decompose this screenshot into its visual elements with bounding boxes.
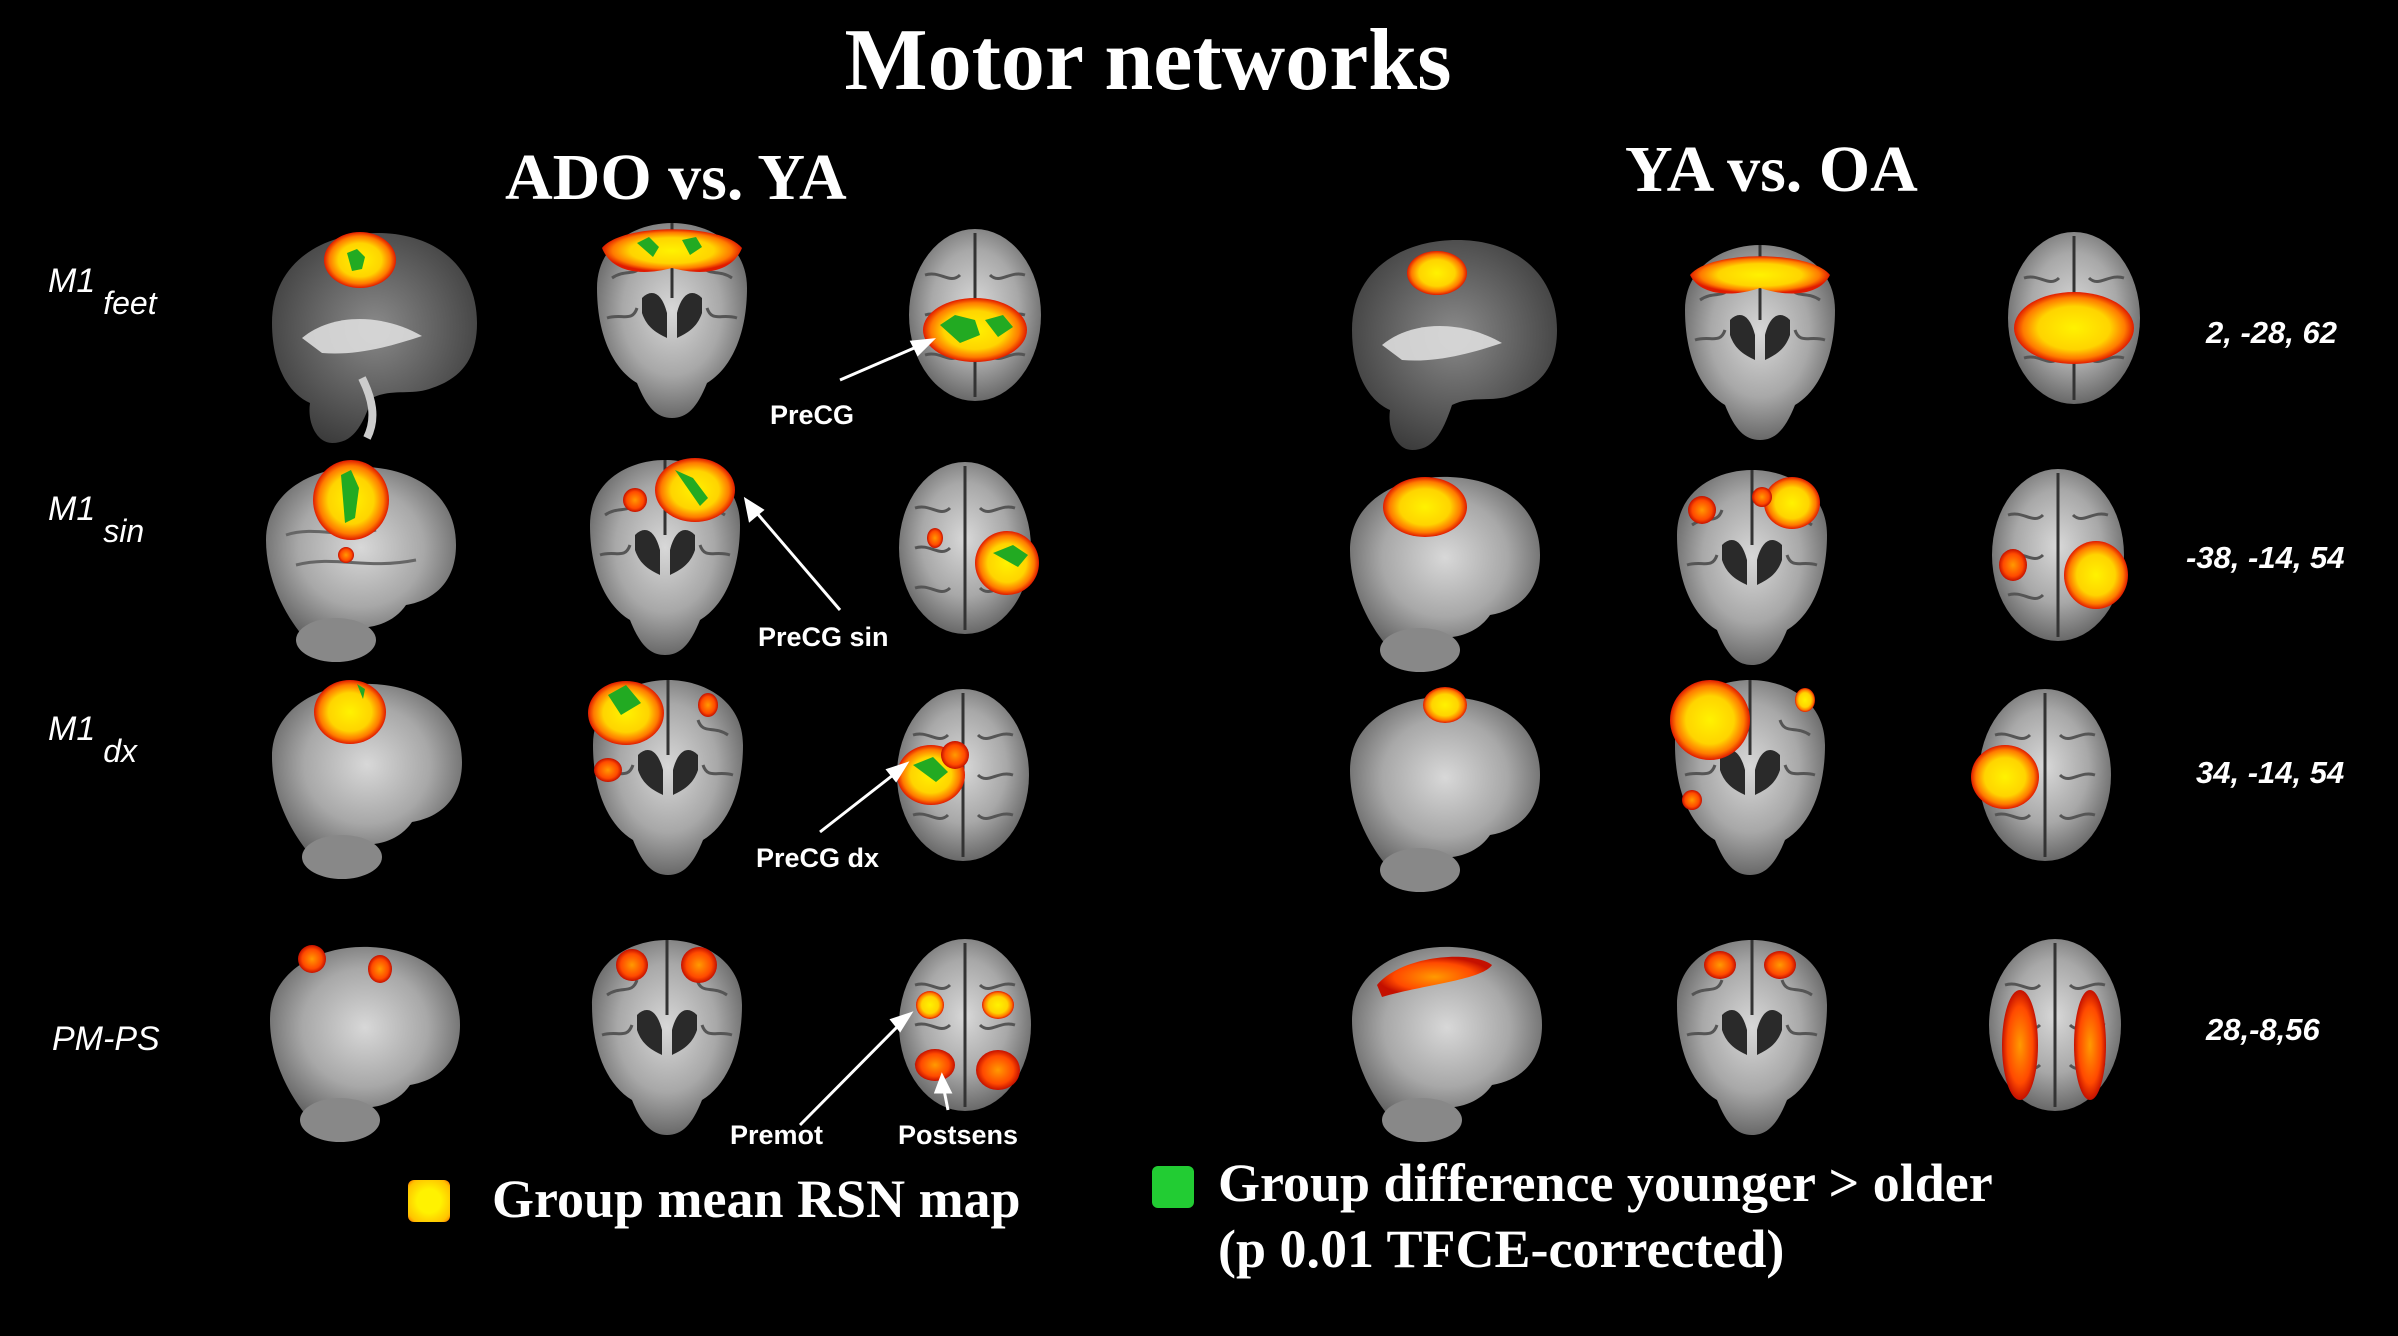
coords-pm-ps: 28,-8,56 <box>2206 1012 2320 1047</box>
annotation-precg: PreCG <box>770 400 855 430</box>
slice-sag-r1-left <box>272 232 477 443</box>
row-label-main: M1 <box>48 710 96 748</box>
slice-sag-r4-left <box>270 945 460 1142</box>
legend-swatch-mean <box>408 1180 450 1222</box>
legend-label-diff-line2: (p 0.01 TFCE-corrected) <box>1218 1219 1785 1279</box>
slice-cor-r2-right <box>1675 468 1829 667</box>
annotation-premot: Premot <box>730 1120 824 1150</box>
row-label-sub: sin <box>103 513 145 549</box>
slice-axi-r4-left <box>897 937 1033 1113</box>
row-label-m1-feet: M1feet <box>48 262 157 321</box>
slice-axi-r2-right <box>1990 467 2128 643</box>
slice-cor-r4-left <box>590 938 744 1137</box>
slice-cor-r4-right <box>1675 938 1829 1137</box>
slice-axi-r2-left <box>897 460 1039 636</box>
slice-cor-r3-left <box>588 678 745 877</box>
slice-axi-r3-right <box>1971 687 2113 863</box>
coords-m1-sin: -38, -14, 54 <box>2186 540 2345 575</box>
legend-swatch-diff <box>1152 1166 1194 1208</box>
row-label-sub: dx <box>103 733 138 769</box>
row-label-m1-dx: M1dx <box>48 710 137 769</box>
group-header-right: YA vs. OA <box>1625 133 1918 206</box>
row-label-main: M1 <box>48 262 96 300</box>
slice-cor-r1-right <box>1683 243 1837 442</box>
row-label-m1-sin: M1sin <box>48 490 144 549</box>
row-label-main: M1 <box>48 490 96 528</box>
legend-label-diff-line1: Group difference younger > older <box>1218 1153 1993 1213</box>
annotation-arrows <box>743 338 953 1127</box>
slice-cor-r3-right <box>1670 678 1827 877</box>
row-label-main: PM-PS <box>52 1020 160 1058</box>
slice-axi-r3-left <box>895 687 1031 863</box>
slice-axi-r1-left <box>907 227 1043 403</box>
annotation-precg-sin: PreCG sin <box>758 622 889 652</box>
annotation-precg-dx: PreCG dx <box>756 843 880 873</box>
coords-m1-feet: 2, -28, 62 <box>2206 315 2337 350</box>
slice-sag-r2-left <box>266 460 456 662</box>
slice-sag-r3-left <box>272 680 462 879</box>
slice-axi-r1-right <box>2006 230 2142 406</box>
group-header-left: ADO vs. YA <box>505 141 847 214</box>
slice-cor-r2-left <box>588 458 742 657</box>
slice-sag-r1-right <box>1352 240 1557 450</box>
slice-cor-r1-left <box>595 221 749 420</box>
slice-sag-r4-right <box>1352 946 1542 1142</box>
figure-title: Motor networks <box>844 12 1452 109</box>
slice-sag-r3-right <box>1350 687 1540 892</box>
slice-axi-r4-right <box>1987 937 2123 1113</box>
coords-m1-dx: 34, -14, 54 <box>2196 755 2345 790</box>
slice-sag-r2-right <box>1350 476 1540 672</box>
row-label-sub: feet <box>103 285 157 321</box>
row-label-pm-ps: PM-PS <box>52 1020 160 1059</box>
annotation-postsens: Postsens <box>898 1120 1019 1150</box>
legend-label-mean: Group mean RSN map <box>492 1169 1021 1229</box>
